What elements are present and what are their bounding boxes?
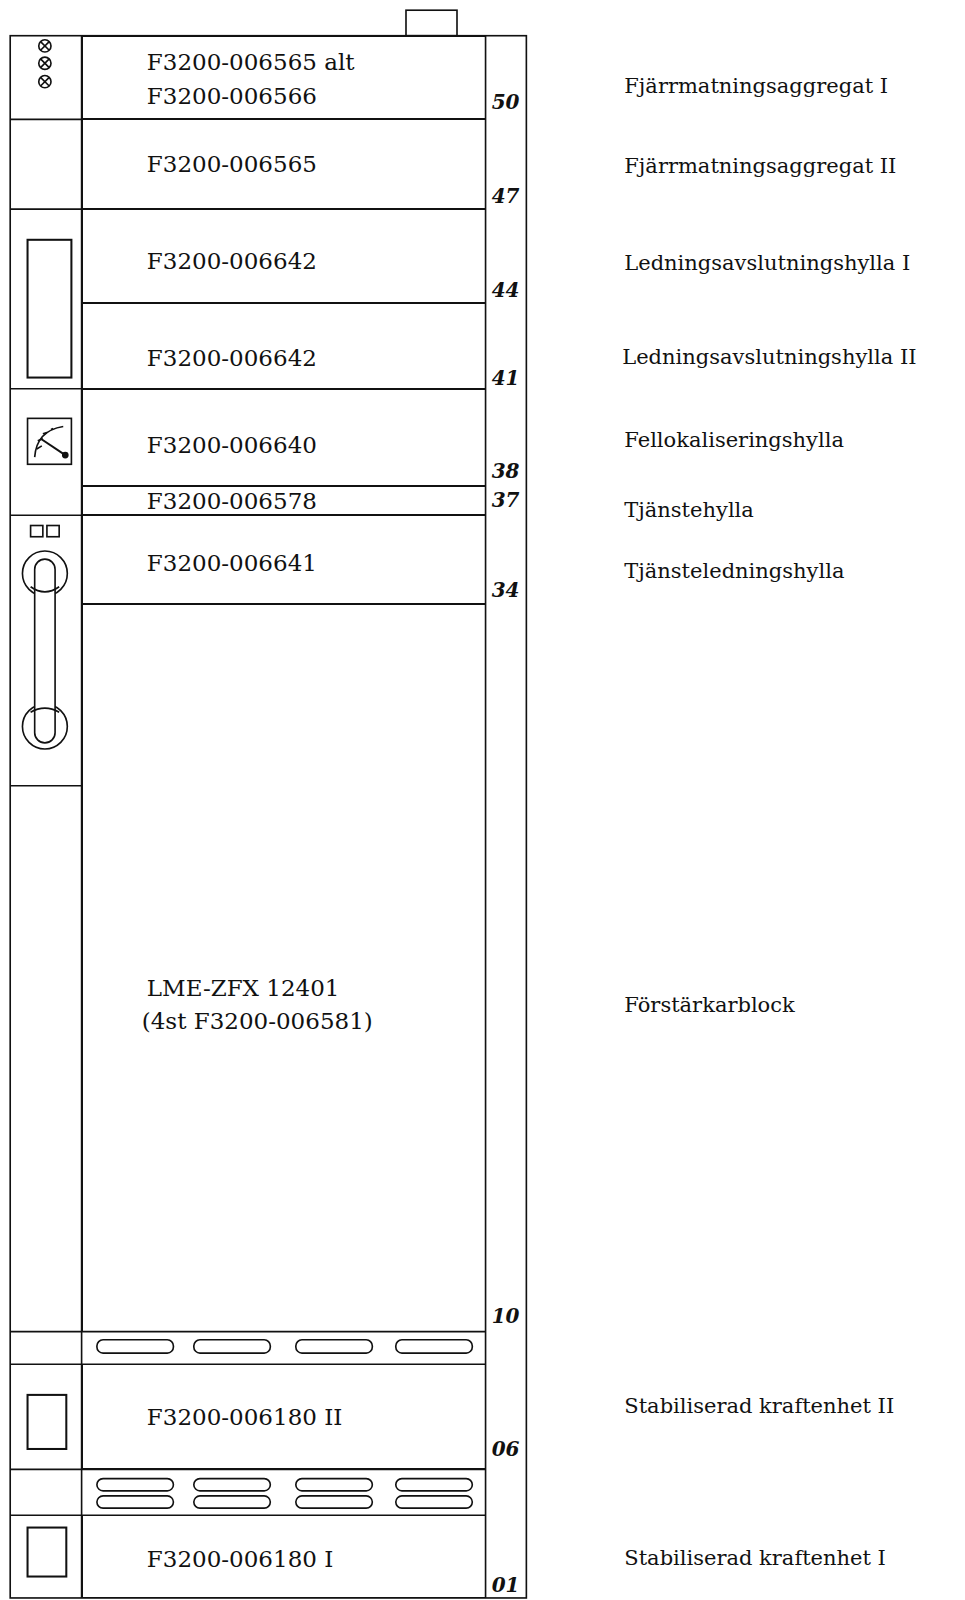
shelf-box: F3200-006565 altF3200-006566 <box>82 36 486 120</box>
shelf-name: Fjärrmatningsaggregat II <box>624 155 896 178</box>
part-number: (4st F3200-006581) <box>142 1009 373 1033</box>
shelf-name: Stabiliserad kraftenhet I <box>624 1547 886 1570</box>
meter-symbol-part <box>35 427 64 458</box>
shelf-box: F3200-006578 <box>82 486 486 516</box>
indicator-lamps-part <box>41 42 49 50</box>
handset-symbol-part <box>31 587 60 713</box>
shelf-box: F3200-006641 <box>82 515 486 604</box>
vent-slots-part <box>396 1496 473 1508</box>
part-number: F3200-006180 II <box>147 1405 343 1429</box>
part-number: F3200-006642 <box>147 249 317 273</box>
vent-slots-part <box>97 1479 174 1491</box>
shelf-box: F3200-006565 <box>82 119 486 209</box>
vent-slots-part <box>194 1496 271 1508</box>
shelf-box: F3200-006642 <box>82 303 486 389</box>
shelf-box: F3200-006642 <box>82 209 486 303</box>
part-number: F3200-006578 <box>147 489 317 513</box>
indicator-lamps-part <box>39 40 51 52</box>
position-number: 50 <box>492 91 520 113</box>
indicator-lamps-part <box>39 76 51 88</box>
part-number: LME-ZFX 12401 <box>147 976 340 1000</box>
position-number: 06 <box>492 1438 520 1460</box>
shelf-name: Tjänsteledningshylla <box>624 560 844 583</box>
shelf-name: Fjärrmatningsaggregat I <box>624 75 888 98</box>
vent-slots-part <box>97 1340 174 1353</box>
panel-line <box>10 208 81 210</box>
vent-slots-part <box>97 1496 174 1508</box>
top-tab <box>406 10 457 36</box>
position-number: 37 <box>492 489 520 511</box>
vent-slots-part <box>194 1479 271 1491</box>
rack-outline <box>10 36 526 1598</box>
shelf-name: Ledningsavslutningshylla I <box>624 252 910 275</box>
shelf-name: Stabiliserad kraftenhet II <box>624 1395 894 1418</box>
shelf-box: F3200-006180 I <box>82 1515 486 1598</box>
shelf-name: Förstärkarblock <box>624 994 794 1017</box>
rack-frame <box>10 10 526 1598</box>
vent-slots-part <box>296 1340 373 1353</box>
vent-slots-part <box>296 1479 373 1491</box>
position-number: 34 <box>492 579 520 601</box>
power-switch <box>28 1395 67 1577</box>
position-number: 10 <box>492 1305 520 1327</box>
power-switch-part <box>28 1528 67 1577</box>
position-number: 01 <box>492 1574 520 1596</box>
meter-symbol-part <box>41 439 65 455</box>
panel-line <box>10 514 81 516</box>
part-number: F3200-006180 I <box>147 1547 333 1571</box>
position-number: 44 <box>492 279 520 301</box>
part-number: F3200-006565 alt <box>147 50 355 74</box>
handset-symbol-part <box>35 559 55 743</box>
panel-line <box>10 785 81 787</box>
position-number: 38 <box>492 460 520 482</box>
panel-line <box>10 119 81 121</box>
position-number: 41 <box>492 367 520 389</box>
vent-slots-part <box>296 1496 373 1508</box>
part-number: F3200-006566 <box>147 84 317 108</box>
shelf-box: F3200-006180 II <box>82 1364 486 1469</box>
meter-symbol-part <box>63 453 68 458</box>
vent-slots-part <box>396 1479 473 1491</box>
indicator-lamps <box>39 40 51 88</box>
power-switch-part <box>28 1395 67 1449</box>
handset-symbol-part <box>31 526 43 537</box>
shelf-box: LME-ZFX 12401 (4st F3200-006581) <box>82 604 486 1332</box>
vent-slots-part <box>396 1340 473 1353</box>
indicator-lamps-part <box>39 57 51 69</box>
shelf-box: F3200-006640 <box>82 389 486 486</box>
indicator-lamps-part <box>41 78 49 86</box>
position-number: 47 <box>492 185 520 207</box>
shelf-name: Tjänstehylla <box>624 499 754 522</box>
part-number: F3200-006642 <box>147 346 317 370</box>
meter-symbol <box>28 418 72 464</box>
meter-symbol-part <box>28 418 72 464</box>
handset-symbol-part <box>47 526 59 537</box>
part-number: F3200-006641 <box>147 551 317 575</box>
handset-symbol <box>22 526 67 749</box>
shelf-name: Ledningsavslutningshylla II <box>622 346 916 369</box>
vent-slots-part <box>194 1340 271 1353</box>
panel-line <box>10 388 81 390</box>
shelf-name: Fellokaliseringshylla <box>624 429 844 452</box>
indicator-lamps-part <box>41 59 49 67</box>
part-number: F3200-006565 <box>147 152 317 176</box>
part-number: F3200-006640 <box>147 433 317 457</box>
display-window <box>28 240 72 378</box>
